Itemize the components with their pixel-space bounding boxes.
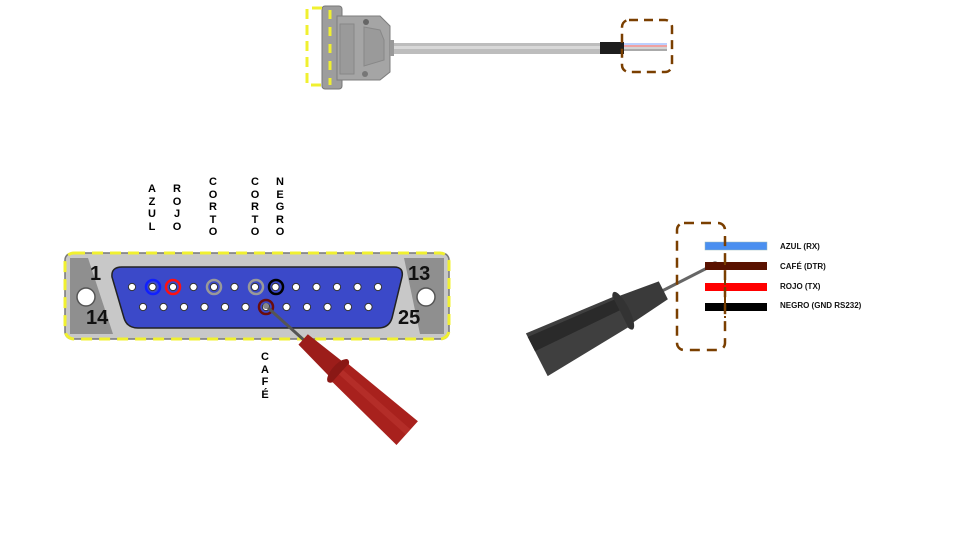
pin-23 (323, 302, 332, 312)
pin-13 (373, 282, 383, 292)
pin-3 (168, 282, 178, 292)
pin-number-13: 13 (408, 263, 431, 285)
pin-1 (127, 282, 137, 292)
pin-24 (343, 302, 353, 312)
pin-label-cafe: CAFÉ (261, 351, 269, 401)
pin-15 (159, 302, 168, 312)
pin-18 (220, 302, 230, 312)
legend-label-rojo: ROJO (TX) (780, 282, 821, 291)
pin-17 (200, 302, 209, 312)
legend-label-cafe: CAFÉ (DTR) (780, 262, 826, 271)
pin-number-14: 14 (86, 307, 109, 329)
pin-label-corto-2: CORTO (250, 176, 260, 238)
pin-16 (179, 302, 189, 312)
pin-20-cafe-ring (257, 298, 275, 316)
red-probe-icon (263, 303, 418, 446)
pin-22 (302, 302, 312, 312)
pin-7 (250, 282, 260, 292)
pin-grid (127, 282, 383, 312)
pin-10 (312, 282, 321, 292)
pin-label-negro: NEGRO (275, 176, 285, 238)
legend-label-azul: AZUL (RX) (780, 242, 820, 251)
pin-25 (364, 302, 373, 312)
pin-2 (148, 282, 157, 292)
legend-swatch-azul (704, 241, 768, 251)
pin-label-corto-1: CORTO (208, 176, 218, 238)
pin-number-1: 1 (90, 263, 102, 285)
pin-8-negro-ring (267, 278, 285, 296)
pin-12 (353, 282, 362, 292)
pin-7-corto-ring (247, 278, 265, 296)
legend-label-negro: NEGRO (GND RS232) (780, 301, 862, 310)
legend-swatch-negro (705, 303, 767, 311)
pin-19 (241, 302, 250, 312)
pin-11 (332, 282, 342, 292)
black-probe-icon (525, 261, 718, 377)
legend-swatch-cafe (705, 262, 767, 270)
pin-21 (282, 302, 291, 312)
pin-5-corto-ring (205, 278, 223, 296)
pin-number-25: 25 (398, 307, 421, 329)
wire-color-legend (675, 221, 768, 352)
pin-label-azul: AZUL (148, 183, 156, 233)
db25-connector (63, 251, 451, 341)
pin-14 (138, 302, 148, 312)
pin-3-rojo-ring (164, 278, 182, 296)
db25-cable-illustration (305, 5, 674, 90)
pin-6 (230, 282, 239, 292)
pin-4 (189, 282, 198, 292)
pin-8 (271, 282, 280, 292)
legend-swatch-rojo (705, 283, 767, 291)
pin-label-rojo: ROJO (172, 183, 182, 233)
pin-5 (209, 282, 219, 292)
pin-9 (291, 282, 301, 292)
pin-2-azul-ring (144, 278, 162, 296)
